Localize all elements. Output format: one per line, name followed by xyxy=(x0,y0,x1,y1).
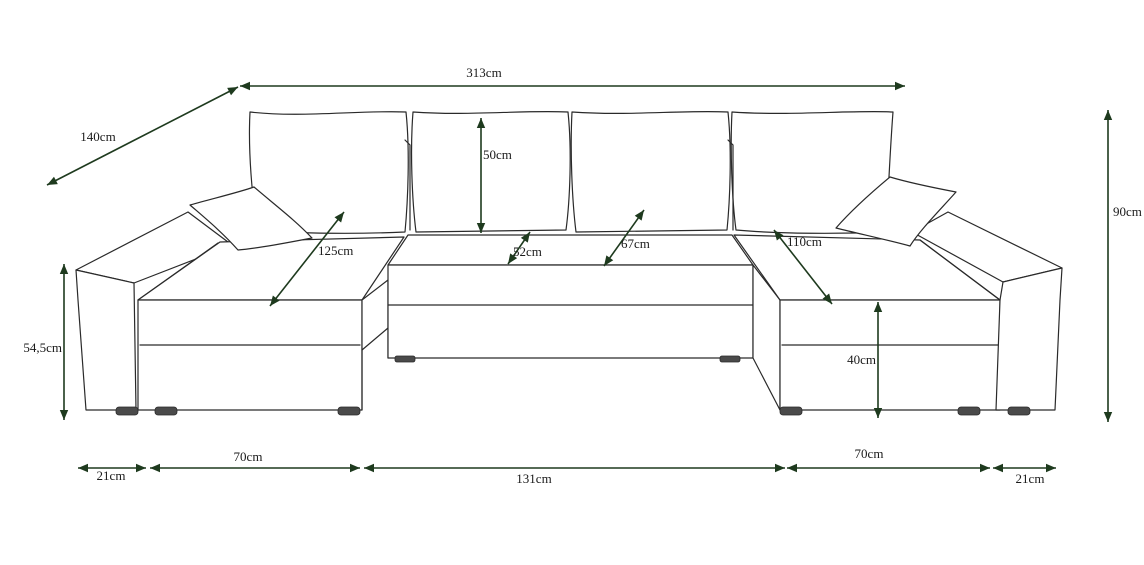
sofa-drawing xyxy=(75,110,1063,416)
arrowhead-icon xyxy=(787,463,797,473)
arrowhead-icon xyxy=(634,210,644,221)
dimension-label-right-chaise-length: 110cm xyxy=(787,234,822,249)
right-chaise-front xyxy=(779,299,1001,411)
dimension-right-chaise-width: 70cm xyxy=(787,446,990,473)
dimension-label-left-chaise-length: 125cm xyxy=(318,243,353,258)
foot-1 xyxy=(115,406,139,416)
back-cushion-2 xyxy=(410,110,571,233)
dimension-line-right-chaise-length xyxy=(773,229,833,305)
dimension-label-center-width: 131cm xyxy=(516,471,551,486)
foot-5 xyxy=(719,355,741,363)
foot-3 xyxy=(337,406,361,416)
arrowhead-icon xyxy=(240,81,250,91)
dimension-center-sleep-depth: 67cm xyxy=(603,209,650,267)
arrowhead-icon xyxy=(873,302,883,312)
foot-4 xyxy=(394,355,416,363)
dimension-label-center-seat-depth: 52cm xyxy=(513,244,542,259)
dimension-label-arm-height: 54,5cm xyxy=(23,340,62,355)
dimension-line-left-chaise-length xyxy=(269,211,345,307)
arrowhead-icon xyxy=(1103,412,1113,422)
arrowhead-icon xyxy=(520,232,530,243)
dimension-label-total-height: 90cm xyxy=(1113,204,1142,219)
dimension-seat-height: 40cm xyxy=(847,302,883,418)
arrowhead-icon xyxy=(227,87,238,96)
foot-8 xyxy=(1007,406,1031,416)
right-armrest-inner xyxy=(919,239,1001,301)
center-seat-front xyxy=(387,264,754,359)
arrowhead-icon xyxy=(334,212,344,223)
arrowhead-icon xyxy=(508,253,518,264)
arrowhead-icon xyxy=(364,463,374,473)
foot-6 xyxy=(779,406,803,416)
arrowhead-icon xyxy=(993,463,1003,473)
arrowhead-icon xyxy=(1046,463,1056,473)
arrowhead-icon xyxy=(895,81,905,91)
dimension-label-left-chaise-width: 70cm xyxy=(234,449,263,464)
arrowhead-icon xyxy=(822,293,832,304)
dimension-label-depth: 140cm xyxy=(80,129,115,144)
right-throw-pillow xyxy=(835,176,957,247)
arrowhead-icon xyxy=(350,463,360,473)
back-cushion-seam-right xyxy=(727,139,734,231)
dimension-left-armrest-width: 21cm xyxy=(78,463,146,483)
dimension-line-center-sleep-depth xyxy=(603,209,645,267)
arrowhead-icon xyxy=(78,463,88,473)
dimension-label-right-chaise-width: 70cm xyxy=(855,446,884,461)
arrowhead-icon xyxy=(150,463,160,473)
center-seat-top xyxy=(387,234,754,266)
arrowhead-icon xyxy=(270,295,280,306)
arrowhead-icon xyxy=(47,176,58,185)
arrowhead-icon xyxy=(980,463,990,473)
arrowhead-icon xyxy=(476,118,486,128)
dimension-total-width: 313cm xyxy=(240,65,905,91)
dimension-depth: 140cm xyxy=(46,86,239,186)
dimension-right-armrest-width: 21cm xyxy=(993,463,1056,486)
dimension-annotations: 313cm 140cm 90cm 50cm 52cm 67cm 125cm 110cm 54,5… xyxy=(23,65,1142,486)
arrowhead-icon xyxy=(136,463,146,473)
dimension-line-depth xyxy=(46,86,239,186)
left-chaise-front xyxy=(137,299,363,411)
right-armrest-front xyxy=(995,267,1063,411)
dimension-center-width: 131cm xyxy=(364,463,785,486)
dimension-center-seat-depth: 52cm xyxy=(507,231,542,265)
dimension-right-chaise-length: 110cm xyxy=(773,229,833,305)
arrowhead-icon xyxy=(775,463,785,473)
dimension-left-chaise-width: 70cm xyxy=(150,449,360,473)
dimension-label-left-armrest-width: 21cm xyxy=(97,468,126,483)
dimension-label-back-cushion-height: 50cm xyxy=(483,147,512,162)
left-armrest-front xyxy=(75,269,137,411)
dimension-label-seat-height: 40cm xyxy=(847,352,876,367)
back-cushion-3 xyxy=(570,110,731,233)
arrowhead-icon xyxy=(774,230,784,241)
back-cushion-seam-left xyxy=(404,139,411,231)
arrowhead-icon xyxy=(604,255,614,266)
arrowhead-icon xyxy=(1103,110,1113,120)
dimension-left-chaise-length: 125cm xyxy=(269,211,353,307)
dimension-back-cushion-height: 50cm xyxy=(476,118,512,233)
left-throw-pillow xyxy=(189,186,313,251)
dimension-label-center-sleep-depth: 67cm xyxy=(621,236,650,251)
dimension-arm-height: 54,5cm xyxy=(23,264,69,420)
arrowhead-icon xyxy=(476,223,486,233)
foot-2 xyxy=(154,406,178,416)
dimension-total-height: 90cm xyxy=(1103,110,1142,422)
arrowhead-icon xyxy=(59,264,69,274)
dimension-label-total-width: 313cm xyxy=(466,65,501,80)
dimension-label-right-armrest-width: 21cm xyxy=(1016,471,1045,486)
arrowhead-icon xyxy=(59,410,69,420)
foot-7 xyxy=(957,406,981,416)
arrowhead-icon xyxy=(873,408,883,418)
